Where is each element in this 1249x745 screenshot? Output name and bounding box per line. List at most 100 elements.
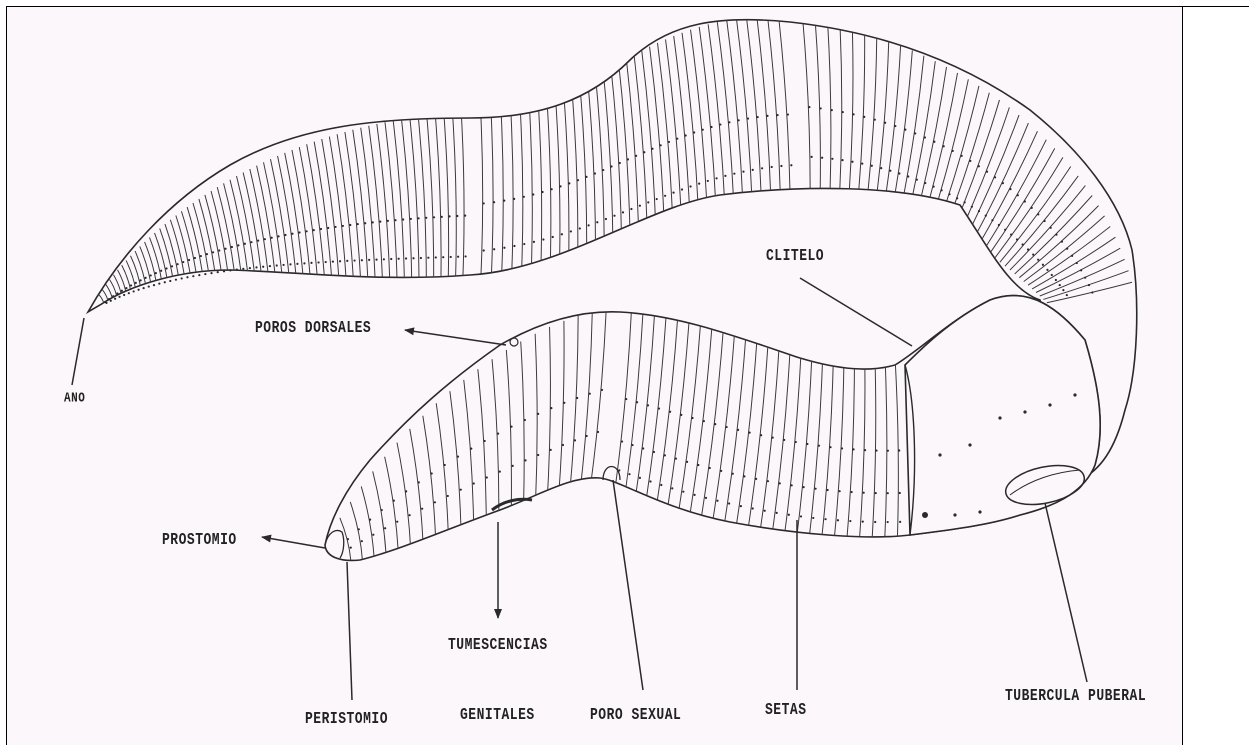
segment-ring [155, 233, 169, 293]
seta-dot [851, 161, 853, 163]
seta-dot [697, 464, 699, 466]
seta-dot [837, 519, 839, 521]
seta-dot [642, 447, 644, 449]
seta-dot [169, 280, 171, 282]
seta-dot [1044, 220, 1046, 222]
seta-dot [325, 261, 327, 263]
seta-dot [460, 489, 462, 491]
segment-ring [603, 70, 613, 246]
seta-dot [705, 497, 707, 499]
seta-dot [204, 273, 206, 275]
seta-dot [660, 484, 662, 486]
segment-ring [682, 33, 699, 215]
seta-dot [961, 155, 963, 157]
segment-ring [491, 110, 493, 279]
seta-dot [250, 241, 252, 243]
seta-dot [1050, 227, 1052, 229]
segment-ring [361, 128, 376, 283]
seta-dot [524, 419, 526, 421]
segment-ring [98, 294, 104, 309]
seta-dot [427, 257, 429, 259]
segment-ring [160, 228, 175, 291]
seta-dot [358, 528, 360, 530]
seta-dot [971, 206, 973, 208]
seta-dot [542, 238, 544, 240]
seta-dot [707, 180, 709, 182]
seta-dot [1017, 194, 1019, 196]
seta-dot [579, 227, 581, 229]
seta-dot [943, 145, 945, 147]
seta-dot [821, 157, 823, 159]
seta-dot [714, 423, 716, 425]
seta-dot [681, 188, 683, 190]
seta-dot [523, 243, 525, 245]
seta-dot [372, 221, 374, 223]
seta-dot [473, 482, 475, 484]
seta-dot [622, 211, 624, 213]
segment-ring [170, 220, 186, 291]
seta-dot [1055, 279, 1057, 281]
leader-prostomio [262, 537, 325, 548]
seta-dot [880, 167, 882, 169]
seta-dot [1016, 238, 1018, 240]
seta-dot [898, 172, 900, 174]
seta-dot [448, 215, 450, 217]
seta-dot [894, 125, 896, 127]
seta-dot [808, 106, 810, 108]
seta-dot [716, 500, 718, 502]
seta-dot [402, 218, 404, 220]
segment-ring [461, 112, 464, 281]
segment-ring [595, 74, 604, 249]
seta-dot [851, 491, 853, 493]
seta-dot [647, 404, 649, 406]
seta-dot [748, 431, 750, 433]
seta-dot [493, 248, 495, 250]
seta-dot [143, 287, 145, 289]
seta-dot [375, 259, 377, 261]
seta-dot [381, 509, 383, 511]
label-prostomio: PROSTOMIO [162, 530, 237, 549]
seta-dot [628, 473, 630, 475]
seta-dot [864, 449, 866, 451]
seta-dot [464, 215, 466, 217]
seta-dot [484, 440, 486, 442]
seta-dot [818, 445, 820, 447]
seta-dot [255, 266, 257, 268]
seta-dot [533, 241, 535, 243]
seta-dot [861, 163, 863, 165]
segment-ring [892, 51, 912, 209]
seta-dot [497, 433, 499, 435]
seta-dot [291, 233, 293, 235]
seta-dot [724, 175, 726, 177]
seta-dot [410, 218, 412, 220]
segment-ring [501, 108, 503, 277]
seta-dot [1004, 229, 1006, 231]
seta-dot [863, 116, 865, 118]
seta-dot [760, 434, 762, 436]
seta-dot [412, 257, 414, 259]
seta-dot [434, 501, 436, 503]
leader-ano [72, 318, 84, 385]
seta-dot [621, 440, 623, 442]
seta-dot [570, 230, 572, 232]
seta-dot [271, 237, 273, 239]
segment-ring [779, 16, 791, 197]
seta-dot [186, 276, 188, 278]
seta-dot [594, 172, 596, 174]
seta-dot [181, 277, 183, 279]
seta-dot [764, 510, 766, 512]
seta-dot [444, 464, 446, 466]
seta-dot [952, 150, 954, 152]
segment-ring [520, 104, 523, 274]
seta-dot [361, 540, 363, 542]
seta-dot [1080, 269, 1082, 271]
seta-dot [409, 514, 411, 516]
seta-dot [649, 480, 651, 482]
seta-dot [264, 238, 266, 240]
seta-dot [284, 234, 286, 236]
seta-dot [512, 465, 514, 467]
seta-dot [1076, 262, 1078, 264]
segment-ring [839, 26, 841, 198]
seta-dot [112, 295, 114, 297]
